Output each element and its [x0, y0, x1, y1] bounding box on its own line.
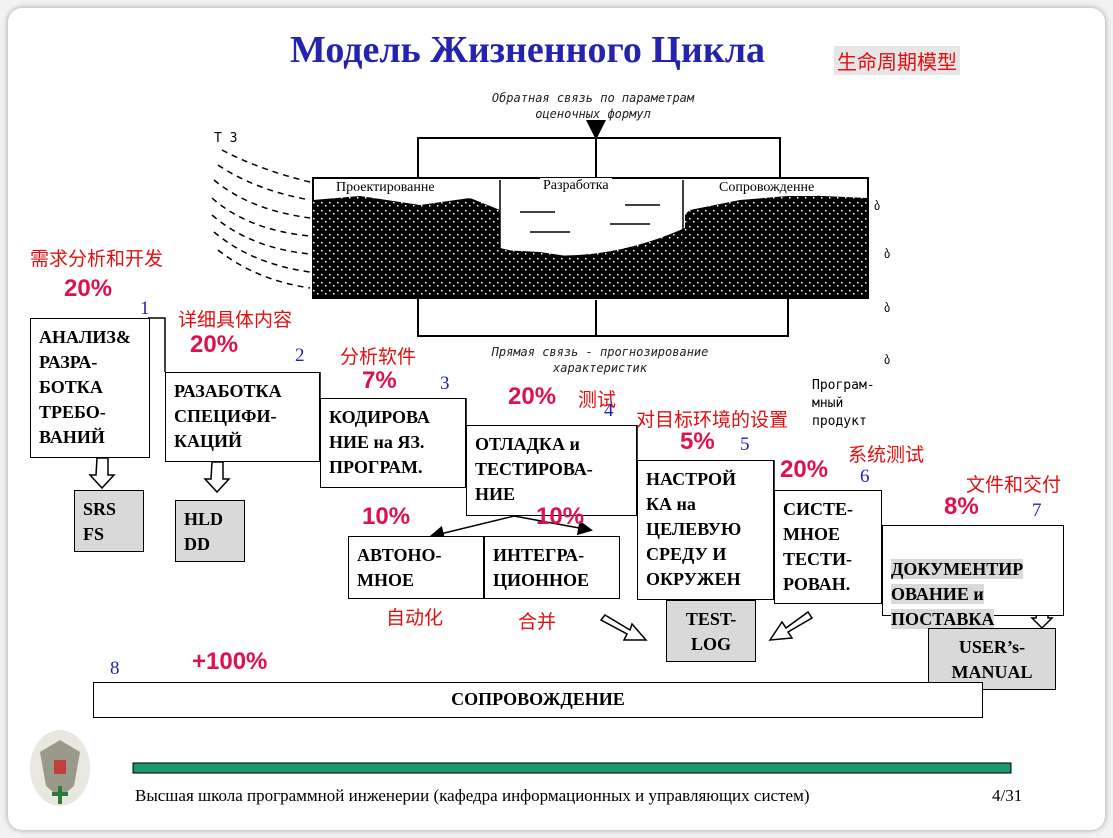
stage3-cn: 分析软件	[340, 342, 416, 369]
testlog-doc: TEST- LOG	[666, 600, 756, 662]
stage5-num: 5	[740, 434, 750, 456]
stage1-pct: 20%	[64, 275, 112, 303]
feedback-top-label: Обратная связь по параметрам оценочных ф…	[466, 90, 720, 122]
page-number: 4/31	[992, 786, 1022, 806]
hld-doc: HLD DD	[175, 500, 245, 562]
tz-label: Т З	[214, 130, 237, 148]
stage7-box: ДОКУМЕНТИР ОВАНИЕ и ПОСТАВКА	[882, 525, 1064, 616]
svg-text:ბ: ბ	[884, 353, 890, 367]
substage1-pct: 10%	[362, 503, 410, 531]
substage2-cn: 合并	[518, 607, 556, 634]
stage6-cn: 系统测试	[848, 440, 924, 467]
stage2-box: РАЗАБОТКА СПЕЦИФИ- КАЦИЙ	[165, 372, 320, 462]
stage1-num: 1	[140, 298, 150, 320]
stage7-num: 7	[1032, 500, 1042, 522]
stage1-cn: 需求分析和开发	[30, 244, 163, 271]
substage2-box: ИНТЕГРА- ЦИОННОЕ	[484, 536, 620, 599]
phase-maintenance: Сопровожденне	[716, 180, 817, 196]
stage1-box: АНАЛИЗ& РАЗРА- БОТКА ТРЕБО- ВАНИЙ	[30, 318, 150, 458]
stage6-pct: 20%	[780, 456, 828, 484]
stage4-num: 4	[604, 400, 614, 422]
stage2-num: 2	[295, 345, 305, 367]
stage3-box: КОДИРОВА НИЕ на ЯЗ. ПРОГРАМ.	[320, 398, 466, 488]
svg-text:ბ: ბ	[884, 247, 890, 261]
stage6-box: СИСТЕ- МНОЕ ТЕСТИ- РОВАН.	[774, 490, 882, 604]
maintenance-num: 8	[110, 658, 120, 680]
substage1-box: АВТОНО- МНОЕ	[348, 536, 484, 599]
stage5-box: НАСТРОЙ КА на ЦЕЛЕВУЮ СРЕДУ И ОКРУЖЕН	[637, 460, 774, 600]
svg-text:ბ: ბ	[884, 301, 890, 315]
stage2-cn: 详细具体内容	[178, 305, 292, 332]
phase-design: Проектированне	[333, 180, 438, 196]
stage6-num: 6	[860, 466, 870, 488]
footer-text: Высшая школа программной инженерии (кафе…	[135, 786, 810, 806]
substage2-pct: 10%	[536, 503, 584, 531]
maintenance-box: СОПРОВОЖДЕНИЕ	[93, 682, 983, 718]
stage7-cn: 文件和交付	[966, 470, 1061, 497]
stage5-pct: 5%	[680, 428, 715, 456]
svg-text:ბ: ბ	[874, 199, 880, 213]
substage1-cn: 自动化	[386, 603, 443, 630]
program-product-label: Програм- мный продукт	[812, 377, 875, 431]
stage3-pct: 7%	[362, 367, 397, 395]
eagle-emblem-icon	[30, 730, 90, 806]
stage7-pct: 8%	[944, 493, 979, 521]
srs-doc: SRS FS	[74, 490, 144, 552]
stage2-pct: 20%	[190, 331, 238, 359]
stage3-num: 3	[440, 373, 450, 395]
stage4-pct: 20%	[508, 383, 556, 411]
phase-development: Разработка	[540, 178, 612, 194]
tz-dashed-lines	[212, 150, 310, 288]
maintenance-pct: +100%	[192, 648, 267, 676]
user-manual-doc: USER’s- MANUAL	[928, 628, 1056, 690]
feedback-bottom-label: Прямая связь - прогнозирование характери…	[466, 344, 734, 376]
